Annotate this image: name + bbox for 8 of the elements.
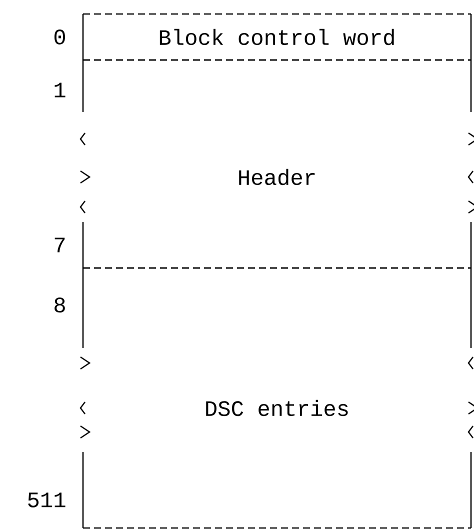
offset-number: 0 [54,30,65,44]
memory-block: Block control word [82,13,472,61]
offset-number: 7 [54,238,65,252]
memory-block: Header [80,59,474,269]
offset-number: 1 [54,82,66,98]
offset-number: 511 [28,492,66,508]
memory-block: DSC entries [80,267,474,529]
offset-number: 8 [54,298,65,312]
